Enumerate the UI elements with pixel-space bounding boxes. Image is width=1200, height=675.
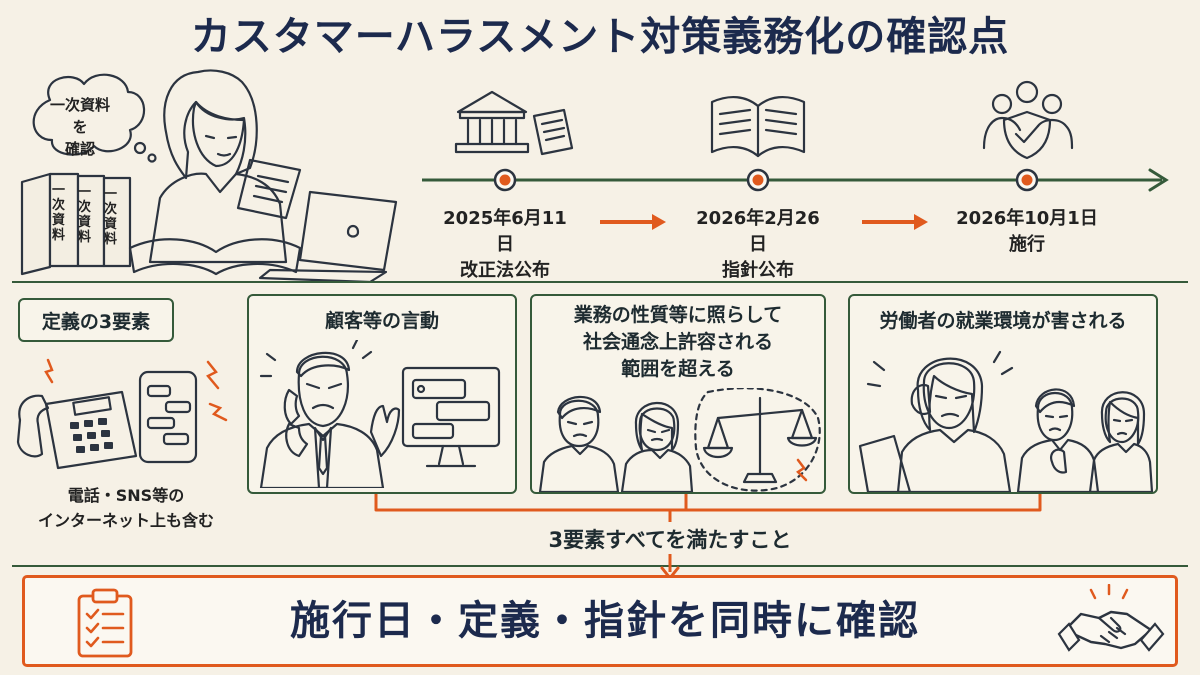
timeline-label-3: 施行 bbox=[1009, 234, 1045, 255]
open-book-icon bbox=[710, 96, 806, 158]
timeline-item-1: 2025年6月11日 改正法公布 bbox=[435, 206, 575, 284]
section-divider-top bbox=[12, 281, 1188, 283]
timeline-arrowhead bbox=[1148, 168, 1169, 192]
researcher-illustration bbox=[20, 69, 398, 282]
people-shield-icon bbox=[982, 80, 1074, 160]
timeline-label-2: 指針公布 bbox=[722, 260, 794, 281]
timeline-date-1: 2025年6月11日 bbox=[443, 208, 567, 255]
timeline-marker-3 bbox=[1015, 168, 1039, 192]
timeline-item-2: 2026年2月26日 指針公布 bbox=[688, 206, 828, 284]
thought-bubble bbox=[32, 73, 146, 156]
timeline bbox=[422, 80, 1169, 192]
definition-label-box: 定義の3要素 bbox=[18, 298, 174, 342]
conclusion-box: 施行日・定義・指針を同時に確認 bbox=[22, 575, 1178, 667]
courthouse-document-icon bbox=[454, 90, 574, 156]
conclusion-text: 施行日・定義・指針を同時に確認 bbox=[290, 598, 920, 644]
communication-devices bbox=[16, 358, 228, 470]
binders-icon bbox=[20, 172, 132, 276]
woman-reading-icon bbox=[148, 69, 302, 264]
timeline-date-3: 2026年10月1日 bbox=[956, 208, 1098, 229]
element-box-2: 業務の性質等に照らして 社会通念上許容される 範囲を超える bbox=[530, 294, 826, 494]
element-box-1: 顧客等の言動 bbox=[247, 294, 517, 494]
timeline-arrow-2 bbox=[862, 214, 928, 230]
definition-label: 定義の3要素 bbox=[41, 310, 151, 333]
binder-label-1: 一次資料 bbox=[52, 183, 66, 243]
thought-bubble-text: 一次資料を 確認 bbox=[49, 96, 110, 158]
binder-label-2: 一次資料 bbox=[78, 185, 92, 245]
timeline-arrow-1 bbox=[600, 214, 666, 230]
timeline-item-3: 2026年10月1日 施行 bbox=[952, 206, 1102, 258]
element-title-2: 業務の性質等に照らして 社会通念上許容される 範囲を超える bbox=[573, 304, 783, 380]
desk-book-icon bbox=[128, 238, 302, 276]
timeline-date-2: 2026年2月26日 bbox=[696, 208, 820, 255]
timeline-marker-1 bbox=[493, 168, 517, 192]
page-title: カスタマーハラスメント対策義務化の確認点 bbox=[190, 14, 1010, 60]
angry-customer-icon bbox=[259, 340, 501, 488]
element-title-1: 顧客等の言動 bbox=[324, 310, 439, 332]
binder-label-3: 一次資料 bbox=[104, 187, 118, 247]
desk-phone-icon bbox=[16, 358, 138, 470]
handshake-icon bbox=[1057, 584, 1165, 652]
stressed-worker-icon bbox=[858, 350, 1154, 492]
smartphone-chat-icon bbox=[138, 360, 228, 464]
checklist-clipboard-icon bbox=[77, 588, 133, 658]
element-box-3: 労働者の就業環境が害される bbox=[848, 294, 1158, 494]
timeline-label-1: 改正法公布 bbox=[460, 260, 550, 281]
people-scale-icon bbox=[538, 388, 821, 492]
timeline-marker-2 bbox=[746, 168, 770, 192]
laptop-icon bbox=[258, 190, 398, 282]
condition-text: 3要素すべてを満たすこと bbox=[548, 528, 792, 552]
section-divider-bottom bbox=[12, 565, 1188, 567]
element-title-3: 労働者の就業環境が害される bbox=[879, 310, 1127, 332]
definition-note: 電話・SNS等の インターネット上も含む bbox=[37, 486, 214, 530]
